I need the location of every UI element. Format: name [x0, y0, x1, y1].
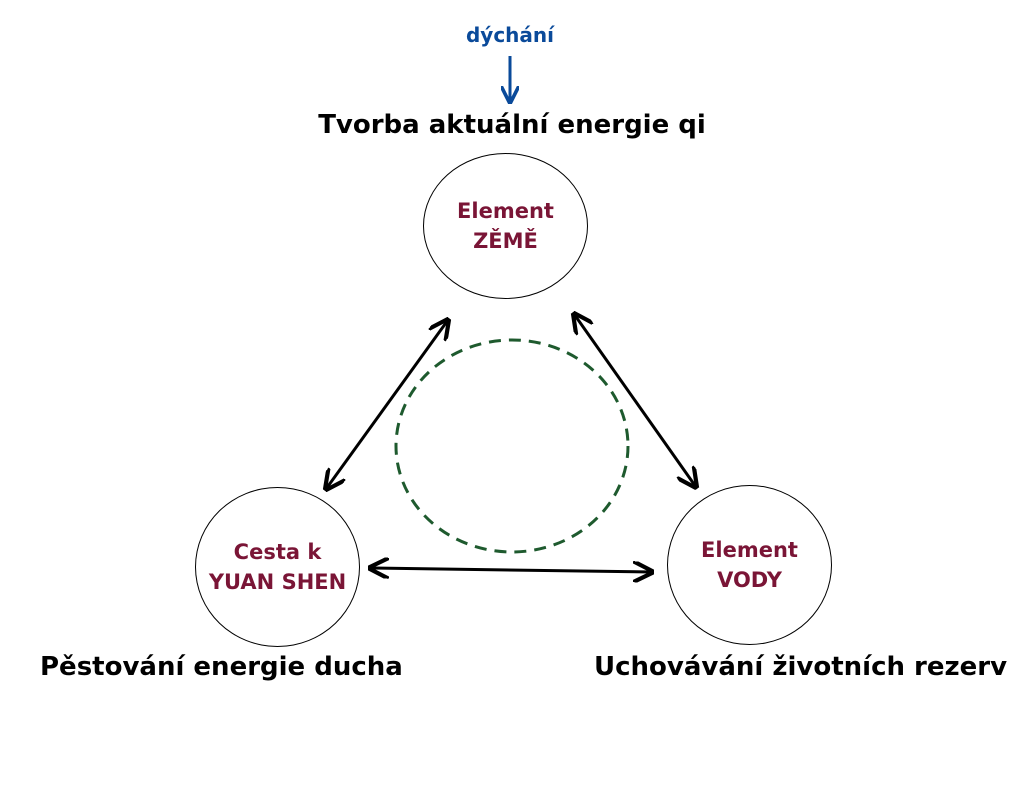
caption-earth: Tvorba aktuální energie qi — [318, 110, 706, 140]
node-yuan-line1: Cesta k — [233, 540, 322, 564]
arrow-earth-yuan — [326, 320, 448, 489]
caption-yuan: Pěstování energie ducha — [40, 652, 403, 682]
node-yuan-line2: YUAN SHEN — [208, 570, 347, 594]
node-water-line1: Element — [701, 538, 798, 562]
node-earth-line1: Element — [457, 199, 554, 223]
center-dashed-circle — [394, 338, 630, 554]
node-earth-line2: ZĚMĚ — [473, 229, 538, 253]
node-water: Element VODY — [667, 485, 832, 645]
node-water-line2: VODY — [717, 568, 782, 592]
caption-water: Uchovávání životních rezerv — [594, 652, 1008, 682]
arrow-earth-water — [574, 314, 696, 487]
node-earth: Element ZĚMĚ — [423, 153, 588, 299]
node-yuan-shen: Cesta k YUAN SHEN — [195, 487, 360, 647]
arrow-yuan-water — [370, 568, 652, 572]
breath-input-label: dýchání — [465, 23, 555, 47]
